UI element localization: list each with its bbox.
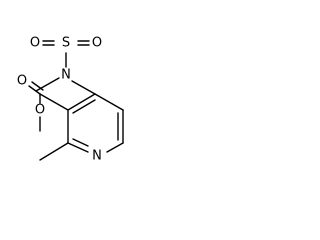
atom-nitrogen-ring: N [92, 149, 102, 164]
bond-c6-n1 [106, 142, 124, 153]
bond-c3-c4 [67, 93, 96, 111]
bond-c4-c5 [94, 93, 124, 111]
bond-n1-c2-inner [72, 138, 89, 147]
bond-n1-c2 [67, 142, 89, 153]
chemical-structure: O S O N O O N [17, 36, 124, 164]
atom-oxygen-carbonyl: O [17, 74, 27, 89]
bonds [28, 40, 124, 161]
atom-nitrogen-sulfonamide: N [61, 68, 71, 83]
bond-n-methyl [35, 77, 60, 92]
bond-carbonyl-o-double-1 [28, 85, 41, 95]
atom-labels: O S O N O O N [17, 36, 102, 164]
atom-oxygen-sulfonyl-right: O [92, 36, 102, 51]
atom-oxygen-ester: O [35, 103, 45, 118]
atom-oxygen-sulfonyl-left: O [30, 36, 40, 51]
bond-c3-carbonyl [39, 93, 69, 111]
atom-sulfur: S [62, 36, 70, 51]
bond-n-c4 [71, 80, 96, 95]
bond-carbonyl-o-double-2 [31, 81, 44, 91]
bond-c2-methyl [39, 142, 69, 161]
bond-c3-c4-inner [72, 99, 96, 114]
